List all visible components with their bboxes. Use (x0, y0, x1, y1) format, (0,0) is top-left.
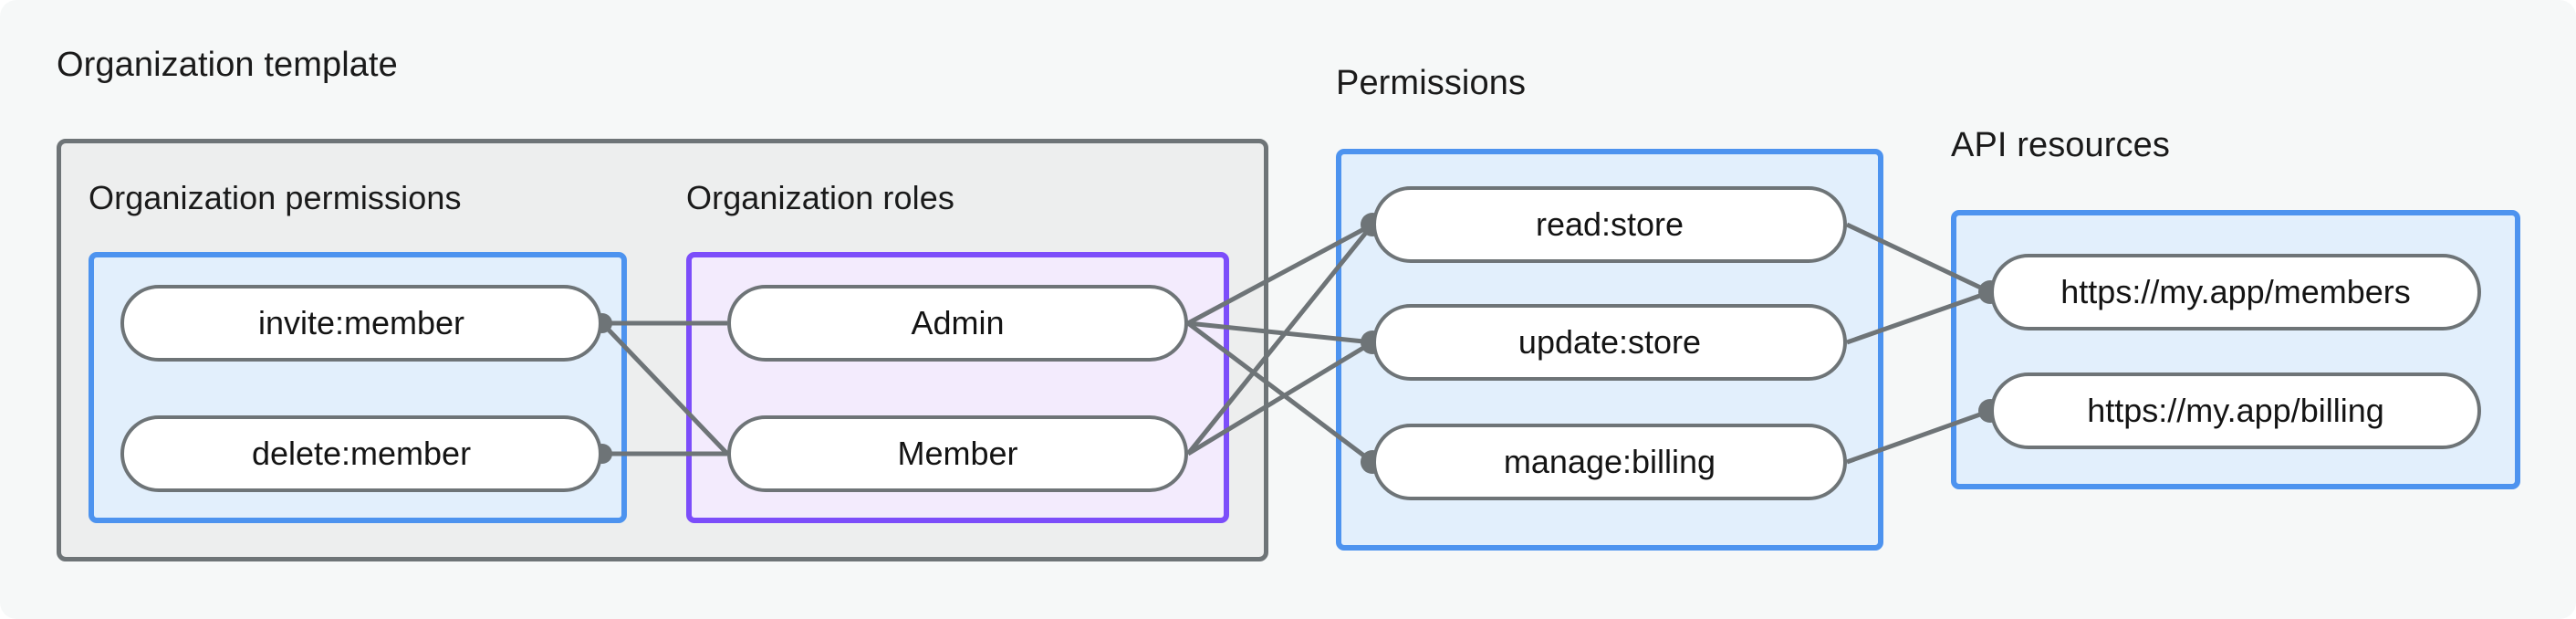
node-invite-member[interactable]: invite:member (120, 285, 602, 362)
node-members-url-label: https://my.app/members (2060, 273, 2411, 310)
node-delete-member[interactable]: delete:member (120, 415, 602, 492)
node-member-label: Member (897, 435, 1018, 472)
node-read-store[interactable]: read:store (1372, 186, 1847, 263)
node-member[interactable]: Member (727, 415, 1188, 492)
permissions-label: Permissions (1336, 64, 1527, 102)
organization-permissions-label: Organization permissions (89, 179, 462, 216)
node-billing-url[interactable]: https://my.app/billing (1990, 372, 2481, 449)
organization-roles-label: Organization roles (686, 179, 954, 216)
node-members-url[interactable]: https://my.app/members (1990, 254, 2481, 330)
node-update-store-label: update:store (1517, 323, 1702, 361)
api-resources-label: API resources (1951, 126, 2170, 164)
node-manage-billing[interactable]: manage:billing (1372, 424, 1847, 500)
node-admin[interactable]: Admin (727, 285, 1188, 362)
node-manage-billing-label: manage:billing (1503, 443, 1716, 480)
node-invite-member-label: invite:member (257, 304, 465, 341)
node-read-store-label: read:store (1535, 205, 1684, 243)
node-update-store[interactable]: update:store (1372, 304, 1847, 381)
node-billing-url-label: https://my.app/billing (2087, 392, 2384, 429)
node-admin-label: Admin (911, 304, 1005, 341)
node-delete-member-label: delete:member (251, 435, 472, 472)
organization-template-label: Organization template (57, 46, 398, 84)
